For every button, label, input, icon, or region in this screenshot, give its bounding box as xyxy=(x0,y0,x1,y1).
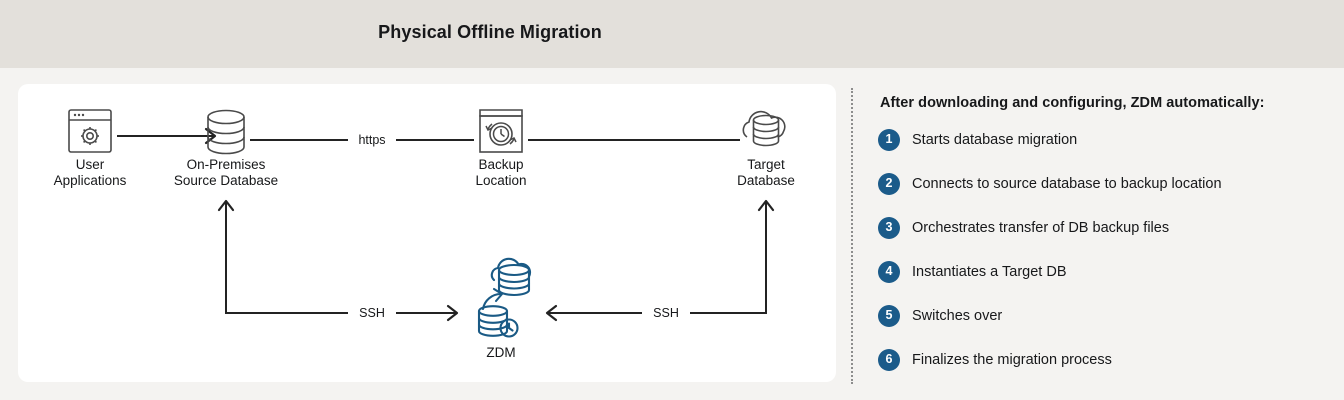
header-bar: Physical Offline Migration xyxy=(0,0,1344,68)
migration-flow-diagram: User Applications On-Premises Source Dat… xyxy=(54,109,795,360)
node-label-user-applications-line1: User xyxy=(76,157,105,172)
step-text: Switches over xyxy=(912,307,1003,324)
step-number-badge: 6 xyxy=(878,348,900,371)
edge-ssh-right: SSH xyxy=(545,199,775,322)
database-cylinder-icon xyxy=(207,109,245,155)
list-item: 4 Instantiates a Target DB xyxy=(878,257,1328,286)
zdm-migration-icon xyxy=(477,257,532,338)
panel-divider xyxy=(851,88,853,384)
step-number-badge: 1 xyxy=(878,128,900,151)
node-label-source-db-line2: Source Database xyxy=(174,173,278,188)
page-title: Physical Offline Migration xyxy=(378,22,602,42)
edge-https: https xyxy=(250,133,474,147)
list-item: 1 Starts database migration xyxy=(878,125,1328,154)
step-number-badge: 3 xyxy=(878,216,900,239)
cloud-database-icon xyxy=(742,110,786,147)
list-item: 2 Connects to source database to backup … xyxy=(878,169,1328,198)
node-label-target-db-line2: Database xyxy=(737,173,795,188)
step-text: Connects to source database to backup lo… xyxy=(912,175,1222,192)
step-text: Instantiates a Target DB xyxy=(912,263,1067,280)
edge-label-ssh-right: SSH xyxy=(653,306,679,320)
arrow-userapps-to-source xyxy=(117,127,217,145)
node-label-zdm: ZDM xyxy=(486,345,515,360)
edge-ssh-left: SSH xyxy=(217,199,459,322)
node-label-user-applications-line2: Applications xyxy=(54,173,127,188)
list-item: 3 Orchestrates transfer of DB backup fil… xyxy=(878,213,1328,242)
list-item: 5 Switches over xyxy=(878,301,1328,330)
steps-panel-heading: After downloading and configuring, ZDM a… xyxy=(880,95,1265,111)
archive-clock-backup-icon xyxy=(479,109,523,153)
node-label-backup-location-line1: Backup xyxy=(478,157,523,172)
step-text: Starts database migration xyxy=(912,131,1078,148)
step-text: Orchestrates transfer of DB backup files xyxy=(912,219,1170,236)
steps-panel: After downloading and configuring, ZDM a… xyxy=(878,95,1328,389)
list-item: 6 Finalizes the migration process xyxy=(878,345,1328,374)
step-text: Finalizes the migration process xyxy=(912,351,1112,368)
step-number-badge: 2 xyxy=(878,172,900,195)
node-label-target-db-line1: Target xyxy=(747,157,785,172)
node-label-backup-location-line2: Location xyxy=(475,173,526,188)
edge-label-https: https xyxy=(358,133,385,147)
step-number-badge: 4 xyxy=(878,260,900,283)
edge-label-ssh-left: SSH xyxy=(359,306,385,320)
browser-gear-icon xyxy=(68,109,112,153)
node-label-source-db-line1: On-Premises xyxy=(187,157,266,172)
step-number-badge: 5 xyxy=(878,304,900,327)
diagram-card: User Applications On-Premises Source Dat… xyxy=(18,84,836,382)
